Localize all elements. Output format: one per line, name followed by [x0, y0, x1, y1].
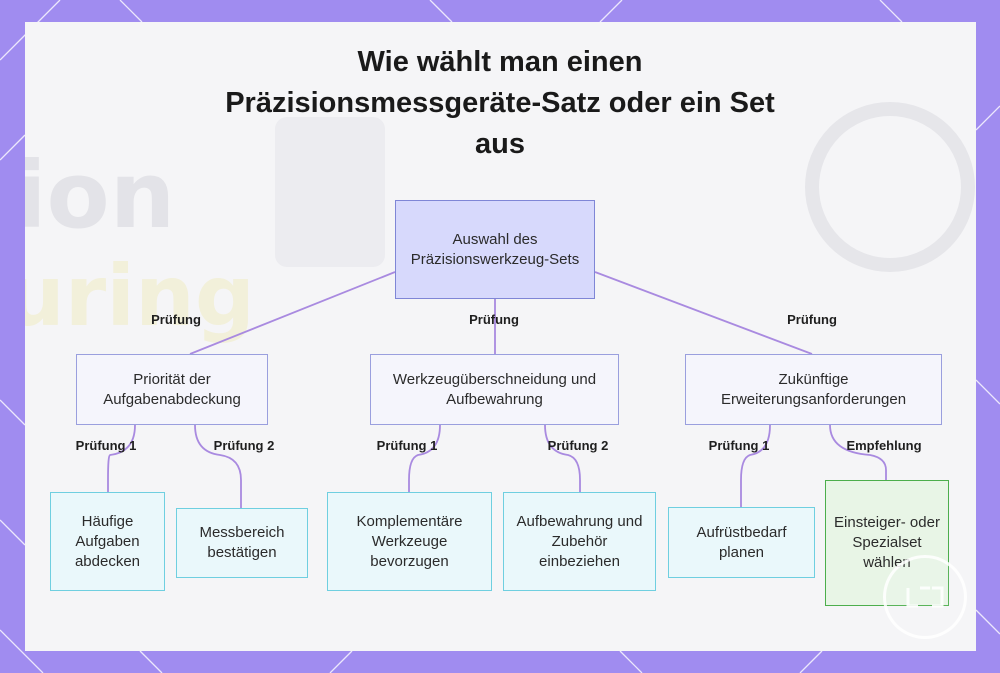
edge-root-mid1 [190, 272, 395, 354]
node-future-expansion-label: Zukünftige Erweiterungsanforderungen [686, 370, 941, 410]
edge-label-root-mid3: Prüfung [787, 312, 837, 327]
edge-mid2-leaf3 [409, 425, 440, 492]
node-task-coverage-label: Priorität der Aufgabenabdeckung [77, 370, 267, 410]
node-task-coverage: Priorität der Aufgabenabdeckung [76, 354, 268, 425]
node-common-tasks: Häufige Aufgaben abdecken [50, 492, 165, 591]
watermark-badge-icon [883, 555, 967, 639]
edge-label-mid3-leaf6: Empfehlung [846, 438, 921, 453]
edge-label-root-mid2: Prüfung [469, 312, 519, 327]
edge-label-mid1-leaf2: Prüfung 2 [214, 438, 275, 453]
node-future-expansion: Zukünftige Erweiterungsanforderungen [685, 354, 942, 425]
node-storage-accessories: Aufbewahrung und Zubehör einbeziehen [503, 492, 656, 591]
node-complementary-tools-label: Komplementäre Werkzeuge bevorzugen [328, 512, 491, 572]
node-upgrade-planning-label: Aufrüstbedarf planen [669, 523, 814, 563]
node-root: Auswahl des Präzisionswerkzeug-Sets [395, 200, 595, 299]
node-measuring-range: Messbereich bestätigen [176, 508, 308, 578]
node-measuring-range-label: Messbereich bestätigen [177, 523, 307, 563]
edge-label-mid3-leaf5: Prüfung 1 [709, 438, 770, 453]
node-tool-overlap: Werkzeugüberschneidung und Aufbewahrung [370, 354, 619, 425]
watermark-glyph-icon [886, 558, 964, 636]
edge-label-mid2-leaf3: Prüfung 1 [377, 438, 438, 453]
node-tool-overlap-label: Werkzeugüberschneidung und Aufbewahrung [371, 370, 618, 410]
edge-root-mid3 [595, 272, 812, 354]
edge-label-root-mid1: Prüfung [151, 312, 201, 327]
edge-label-mid2-leaf4: Prüfung 2 [548, 438, 609, 453]
edge-mid2-leaf4 [545, 425, 580, 492]
node-upgrade-planning: Aufrüstbedarf planen [668, 507, 815, 578]
node-complementary-tools: Komplementäre Werkzeuge bevorzugen [327, 492, 492, 591]
node-root-label: Auswahl des Präzisionswerkzeug-Sets [396, 230, 594, 270]
node-common-tasks-label: Häufige Aufgaben abdecken [51, 512, 164, 572]
node-storage-accessories-label: Aufbewahrung und Zubehör einbeziehen [504, 512, 655, 572]
edge-label-mid1-leaf1: Prüfung 1 [76, 438, 137, 453]
edge-mid1-leaf1 [108, 425, 135, 492]
